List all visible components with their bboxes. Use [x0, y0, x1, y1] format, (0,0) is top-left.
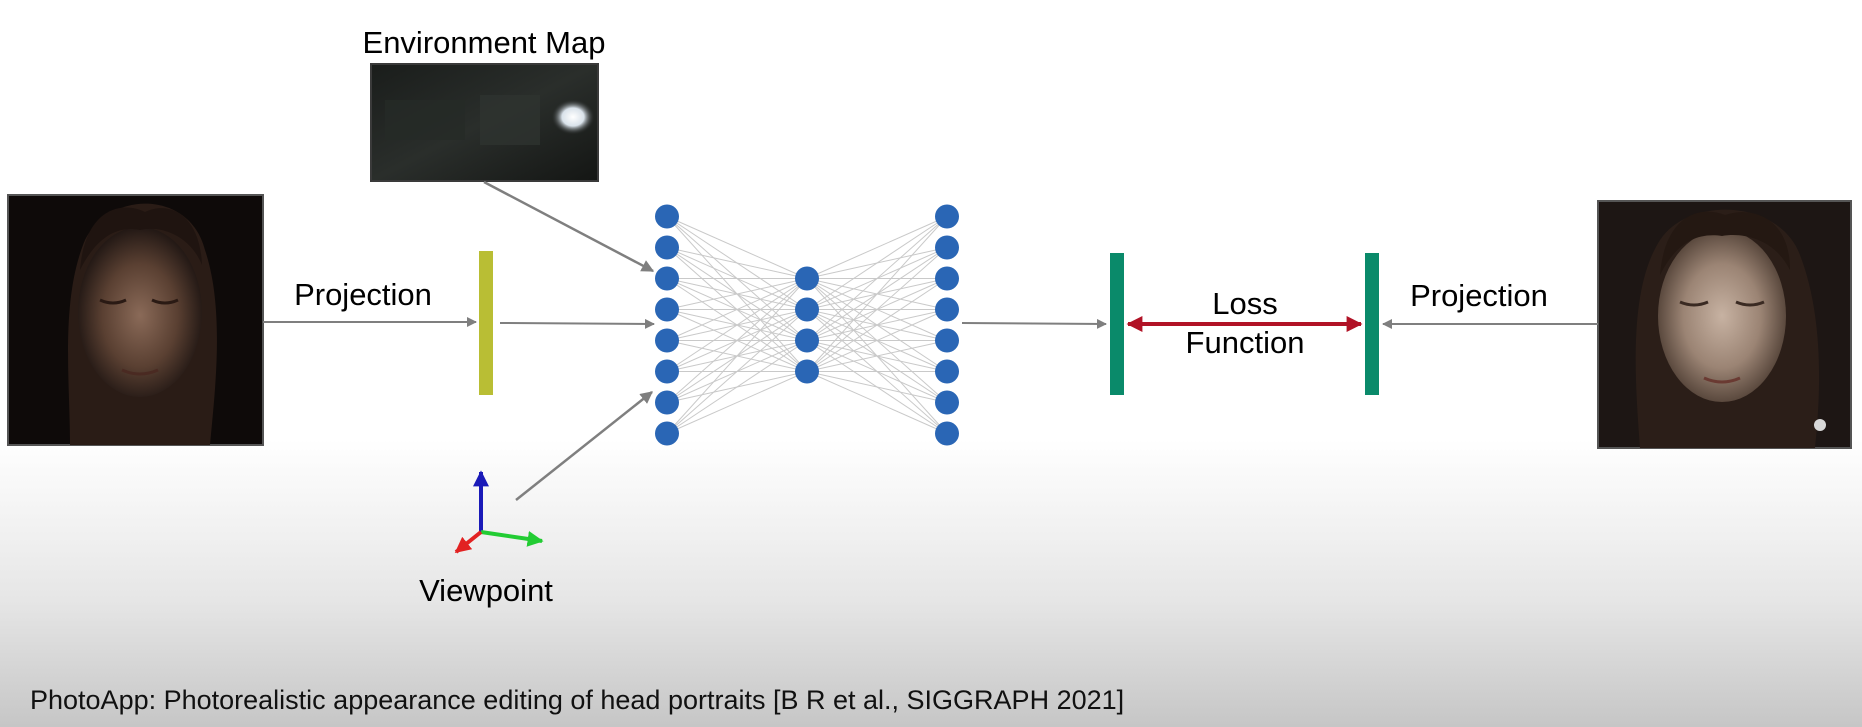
- network-edge: [666, 371, 808, 434]
- network-node-layer-3: [935, 266, 959, 291]
- loss-label-line1: Loss: [1212, 286, 1277, 321]
- network-node-layer-3: [935, 328, 959, 353]
- network-edge: [666, 340, 808, 434]
- network-edge: [666, 309, 808, 434]
- network-node-layer-3: [935, 359, 959, 384]
- environment-map-image: [370, 63, 599, 182]
- viewpoint-label: Viewpoint: [419, 573, 553, 608]
- network-node-layer-3: [935, 297, 959, 322]
- network-edge: [666, 216, 808, 279]
- network-node-layer-1: [655, 266, 679, 291]
- network-node-layer-1: [655, 421, 679, 446]
- network-edge: [666, 278, 808, 310]
- network-edge: [666, 247, 808, 279]
- projection-label-left: Projection: [294, 277, 432, 312]
- network-edge: [666, 278, 808, 434]
- target-latent-bar: [1365, 253, 1379, 395]
- viewpoint-axes-icon: [454, 470, 544, 554]
- loss-label-line2: Function: [1186, 325, 1305, 360]
- network-edge: [666, 278, 808, 341]
- citation-text: PhotoApp: Photorealistic appearance edit…: [30, 685, 1125, 715]
- network-edge: [806, 216, 948, 279]
- arrow-projection-to-network: [499, 318, 655, 329]
- network-node-layer-1: [655, 328, 679, 353]
- network-nodes: [655, 204, 959, 446]
- arrow-network-to-output: [961, 318, 1107, 329]
- network-edge: [806, 247, 948, 372]
- output-latent-bar: [1110, 253, 1124, 395]
- network-node-layer-3: [935, 390, 959, 415]
- network-edge: [806, 278, 948, 372]
- latent-projection-bar: [479, 251, 493, 395]
- network-node-layer-2: [795, 297, 819, 322]
- projection-label-right: Projection: [1410, 278, 1548, 313]
- arrow-envmap-to-network: [483, 180, 655, 273]
- target-face-photo: [1597, 200, 1852, 449]
- network-edge: [806, 216, 948, 372]
- network-node-layer-3: [935, 204, 959, 229]
- environment-map-label: Environment Map: [363, 25, 606, 60]
- network-node-layer-3: [935, 235, 959, 260]
- network-edge: [806, 216, 948, 341]
- network-edge: [806, 371, 948, 434]
- arrows: [263, 180, 1598, 501]
- network-edge: [806, 371, 948, 403]
- network-edge: [806, 309, 948, 372]
- network-node-layer-1: [655, 297, 679, 322]
- network-connections: [666, 216, 948, 434]
- network-node-layer-2: [795, 266, 819, 291]
- input-face-photo: [7, 194, 264, 446]
- network-edge: [666, 278, 808, 403]
- network-edge: [806, 340, 948, 372]
- network-edge: [806, 216, 948, 310]
- network-node-layer-1: [655, 359, 679, 384]
- arrow-viewpoint-to-network: [515, 391, 653, 501]
- network-node-layer-2: [795, 328, 819, 353]
- network-node-layer-3: [935, 421, 959, 446]
- network-edge: [666, 278, 808, 372]
- network-node-layer-1: [655, 235, 679, 260]
- network-node-layer-1: [655, 204, 679, 229]
- network-node-layer-1: [655, 390, 679, 415]
- network-node-layer-2: [795, 359, 819, 384]
